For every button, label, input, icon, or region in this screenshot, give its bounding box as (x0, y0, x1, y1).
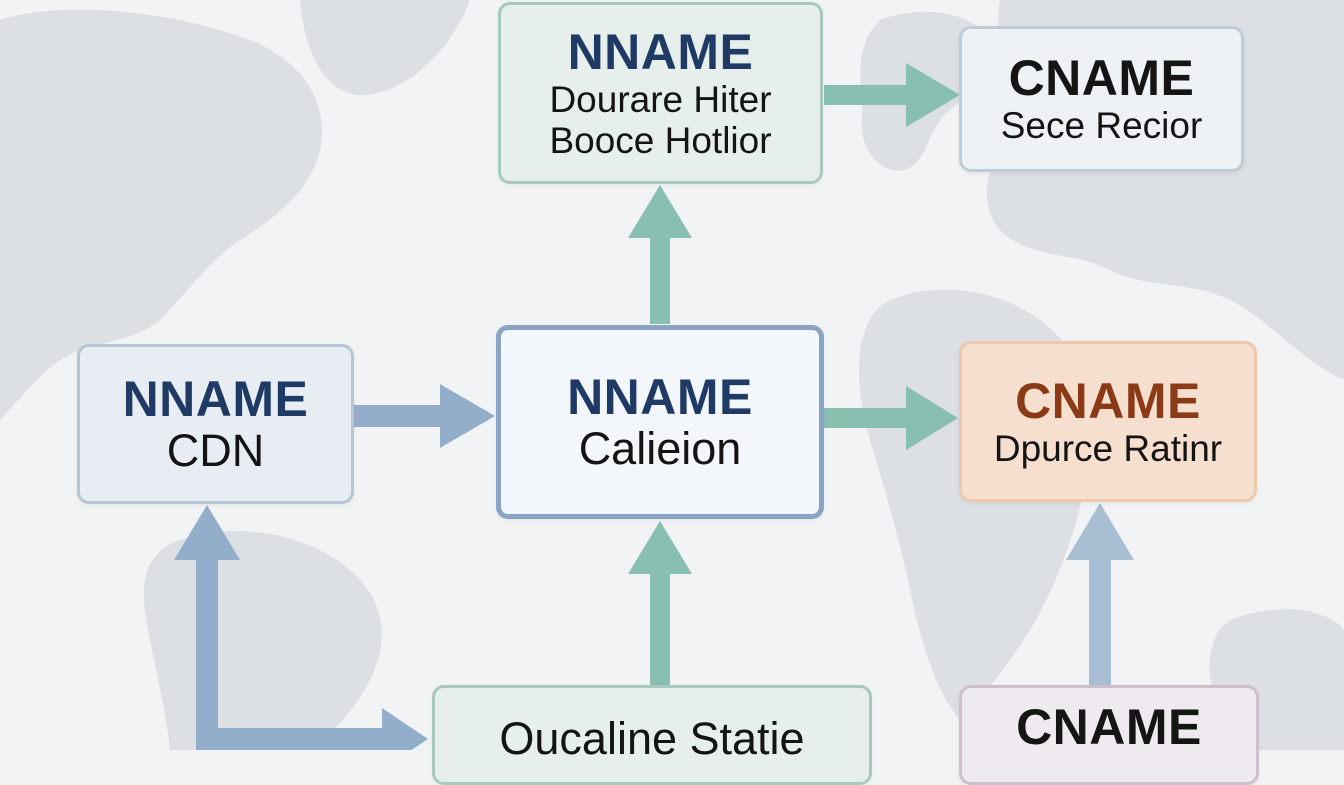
node-center-title: NNAME (567, 368, 753, 425)
node-top-right-subtitle: Sece Recior (1000, 105, 1203, 147)
node-left-subtitle: CDN (166, 424, 265, 476)
arrow-bottom-to-center (628, 521, 692, 686)
node-bottom: Oucaline Statie (432, 685, 872, 785)
arrow-left-to-center (354, 384, 495, 448)
north-america-landmass (0, 9, 322, 420)
node-right: CNAME Dpurce Ratinr (959, 341, 1257, 502)
node-top-title: NNAME (567, 23, 754, 80)
arrow-center-to-top (628, 185, 692, 324)
node-bottom-right: CNAME (959, 685, 1259, 785)
arrow-top-to-top-right (824, 63, 960, 127)
node-center: NNAME Calieion (496, 325, 824, 519)
node-top-line1: Dourare Hiter (549, 78, 772, 120)
node-top: NNAME Dourare Hiter Booce Hotlior (498, 2, 823, 184)
node-left: NNAME CDN (77, 344, 354, 504)
arrow-left-to-bottom (174, 505, 428, 750)
node-bottom-right-title: CNAME (1016, 699, 1202, 755)
node-top-right-title: CNAME (1008, 50, 1195, 107)
arrow-bottom-right-to-right (1066, 503, 1134, 686)
node-top-right: CNAME Sece Recior (959, 26, 1244, 172)
greenland-landmass (300, 0, 470, 96)
arrow-center-to-right (824, 386, 958, 450)
node-top-line2: Booce Hotlior (549, 120, 772, 161)
node-right-subtitle: Dpurce Ratinr (993, 427, 1223, 469)
node-bottom-subtitle: Oucaline Statie (499, 713, 805, 764)
diagram-arrows (174, 63, 1134, 750)
node-right-title: CNAME (1015, 372, 1201, 429)
node-center-subtitle: Calieion (578, 422, 742, 474)
node-left-title: NNAME (122, 370, 309, 427)
